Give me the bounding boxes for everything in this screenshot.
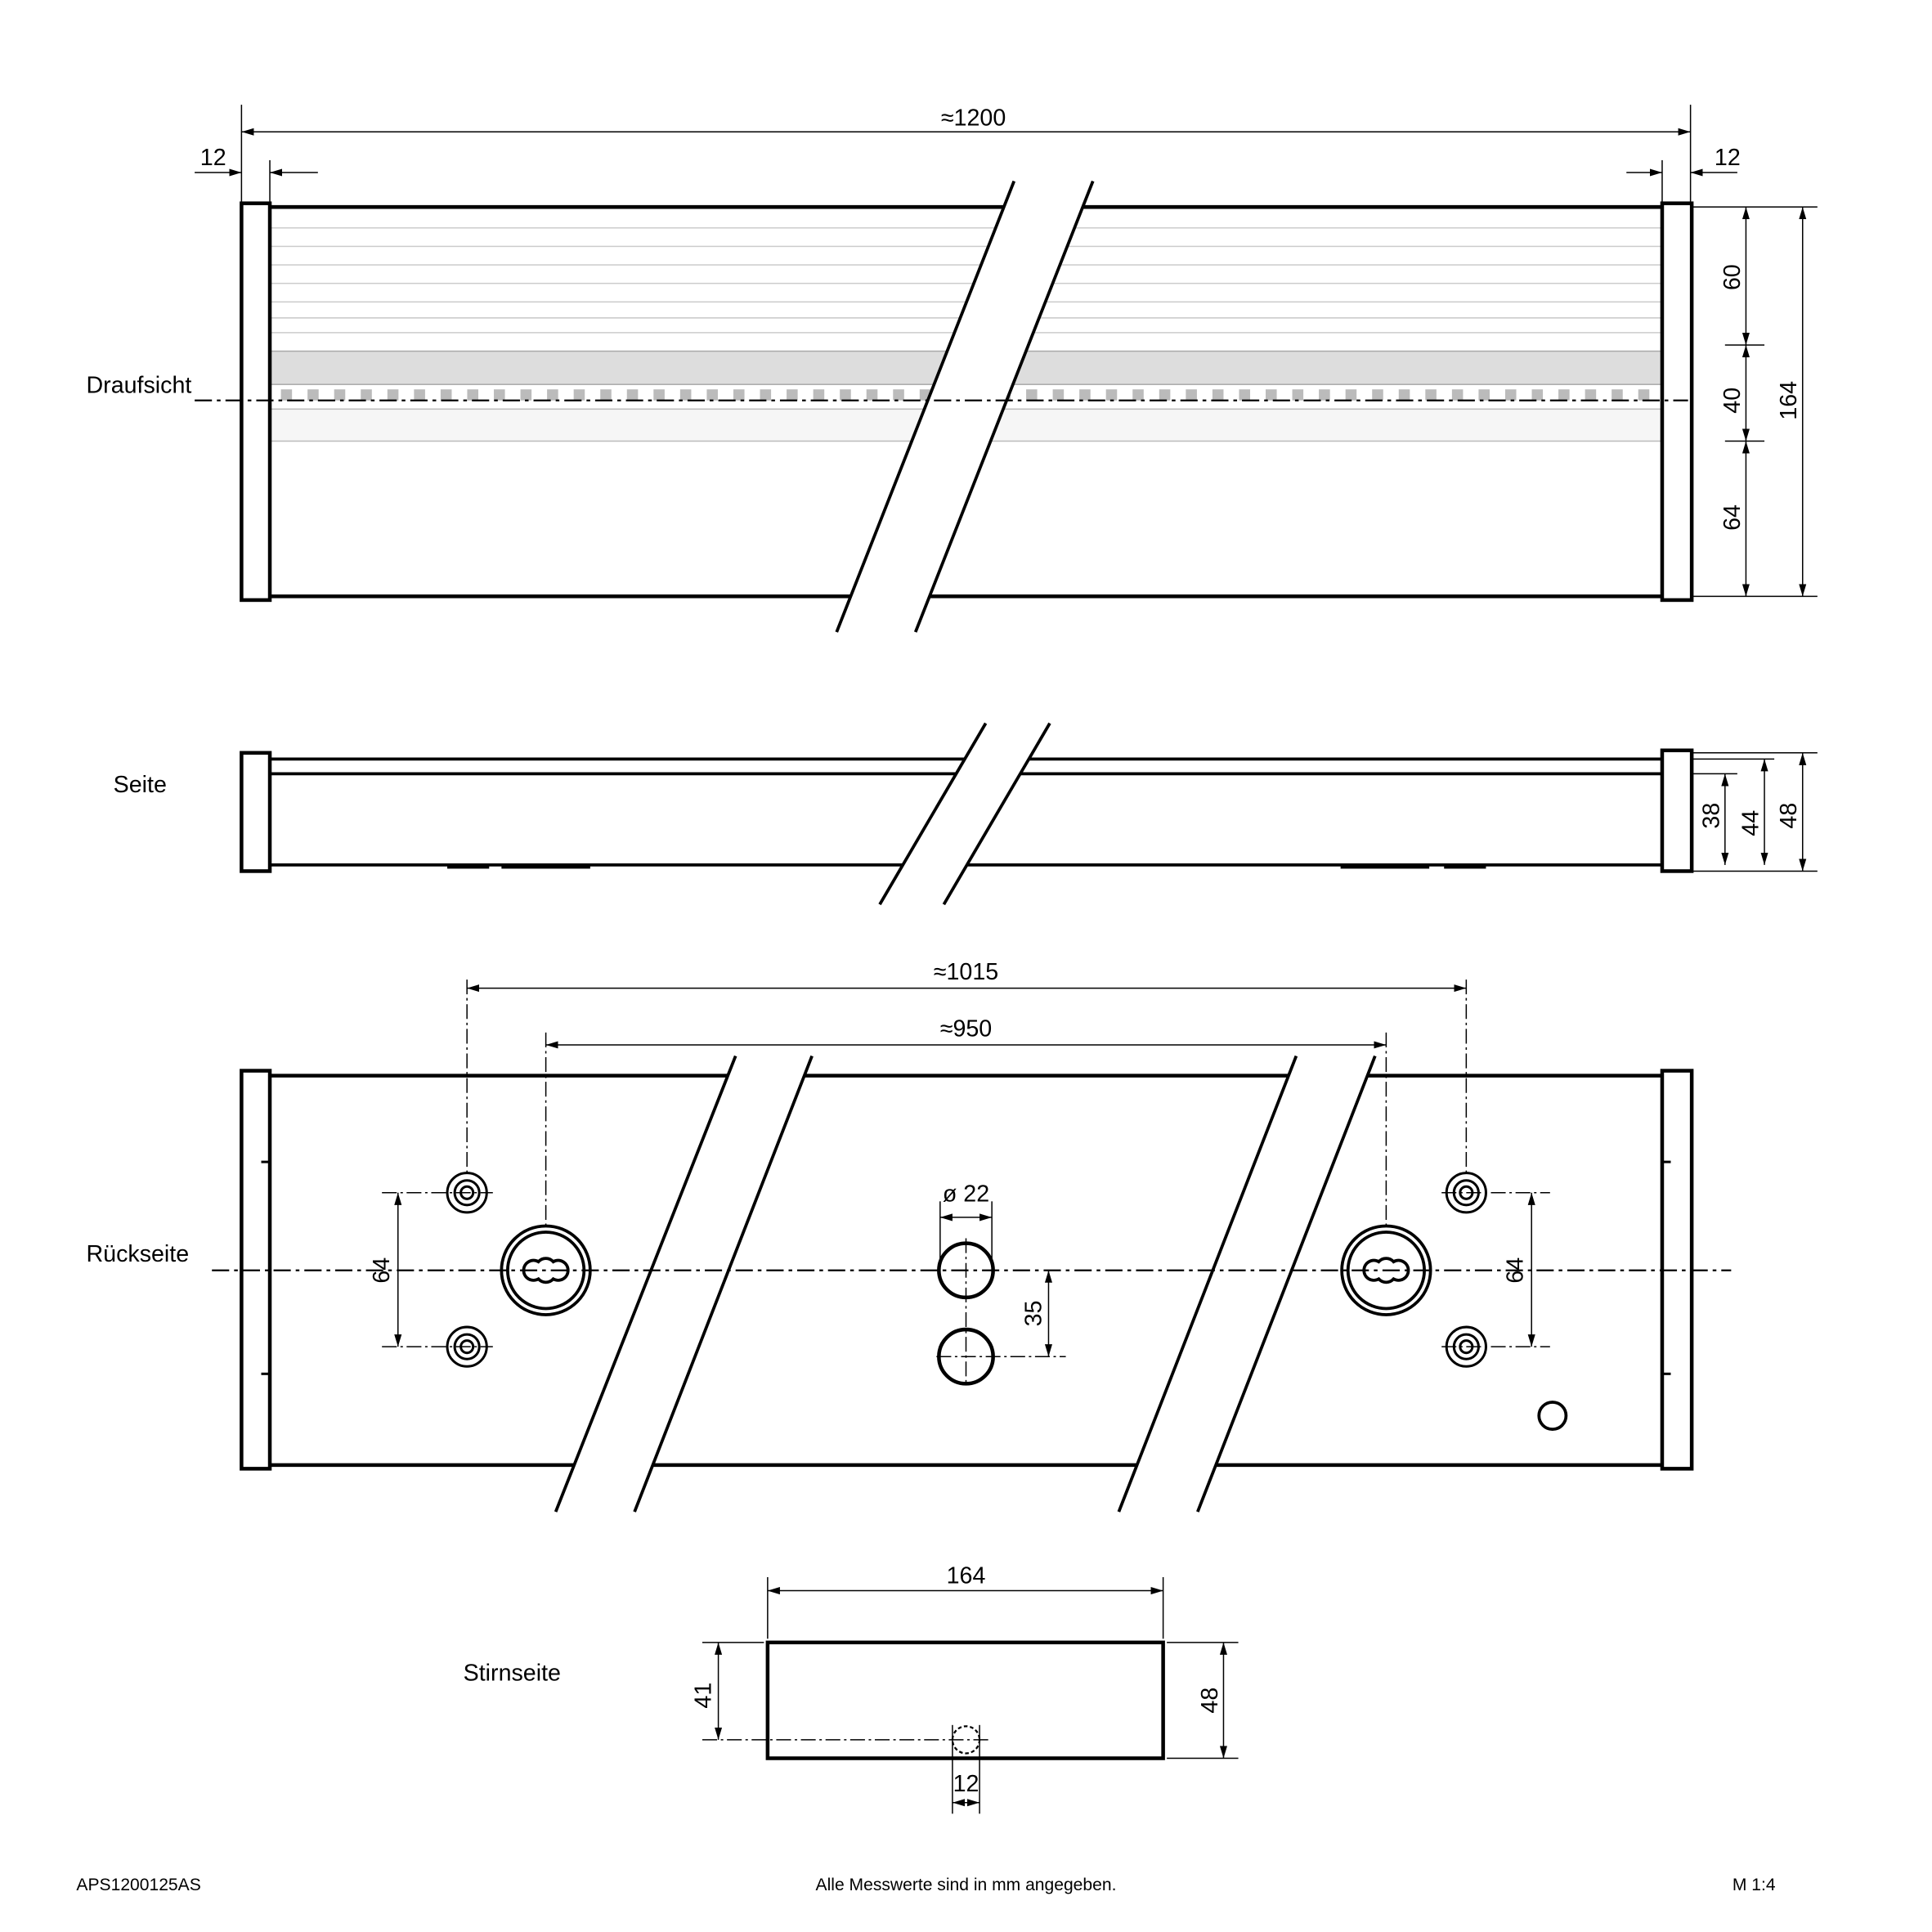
led-dot [1531,389,1544,401]
dim-48: 48 [1776,803,1802,829]
view-label-front: Stirnseite [464,1661,561,1687]
dim-950: ≈950 [940,1015,992,1042]
small-hole [1537,1401,1568,1432]
led-dot [1212,389,1224,401]
led-dot [1105,389,1118,401]
dim-front-48: 48 [1197,1688,1223,1714]
cable-entry-holes [937,1241,995,1386]
dim-cap-left: 12 [200,145,226,171]
end-cap-left [240,201,272,603]
side-cap-left [240,751,272,873]
led-dot [1451,389,1464,401]
led-dot [1611,389,1623,401]
dim-12: 12 [953,1771,979,1797]
led-dot [361,389,372,401]
led-dot [653,389,665,401]
dim-64-right: 64 [1503,1257,1529,1284]
led-dot [1239,389,1251,401]
led-dot [1052,389,1065,401]
dim-164: 164 [1776,381,1802,420]
led-dot [387,389,399,401]
back-cap-left [240,1069,272,1471]
side-cap-right [1660,748,1694,873]
led-dot [1478,389,1490,401]
led-dot [280,389,293,401]
front-outline [765,1640,1165,1760]
led-dot [1079,389,1091,401]
led-dot [600,389,612,401]
led-dot [840,389,851,401]
dim-1015: ≈1015 [934,959,998,985]
led-dot [706,389,718,401]
led-dot [1585,389,1597,401]
side-view: Seite 38 44 48 [114,722,1818,906]
led-dot [467,389,479,401]
view-label-side: Seite [114,772,167,798]
led-dot [679,389,692,401]
top-view: Draufsicht ≈1200 12 12 60 40 64 164 [86,105,1818,633]
led-dot [866,389,878,401]
led-dot [1638,389,1650,401]
led-dot [1504,389,1517,401]
back-view: Rückseite ≈1015 ≈950 ø 22 35 64 64 [86,959,1732,1513]
dim-38: 38 [1698,803,1724,829]
dim-64-left: 64 [369,1257,395,1284]
led-dot [1558,389,1570,401]
dim-front-164: 164 [947,1563,986,1589]
led-dot [893,389,904,401]
keyhole-icons [500,1224,1432,1316]
dim-35: 35 [1020,1301,1047,1327]
screw-icons [446,1172,1487,1368]
end-cap-right [1660,201,1694,603]
led-dot [1372,389,1383,401]
led-dot [813,389,825,401]
led-dot [494,389,505,401]
led-dot [440,389,452,401]
led-dot [1319,389,1330,401]
led-dot [760,389,772,401]
dim-64: 64 [1719,504,1746,531]
dim-diameter: ø 22 [943,1181,989,1207]
led-dot [334,389,346,401]
led-dot [520,389,532,401]
led-dot [1292,389,1304,401]
dim-cap-right: 12 [1715,145,1741,171]
dim-41: 41 [691,1683,717,1709]
led-dot [1132,389,1144,401]
led-dot [1186,389,1197,401]
units-note: Alle Messwerte sind in mm angegeben. [816,1876,1117,1894]
dim-40: 40 [1719,388,1746,414]
led-dot [414,389,425,401]
led-dot [307,389,319,401]
view-label-back: Rückseite [86,1241,189,1267]
led-dot [547,389,558,401]
article-number: APS1200125AS [76,1876,200,1894]
led-dot [1159,389,1171,401]
view-label-top: Draufsicht [86,373,191,399]
led-dot [573,389,585,401]
scale-label: M 1:4 [1733,1876,1776,1894]
led-dot [787,389,798,401]
front-view: Stirnseite 164 41 48 12 [464,1563,1239,1814]
led-dot [733,389,745,401]
dim-44: 44 [1738,810,1764,836]
dim-60: 60 [1719,264,1746,290]
dim-length: ≈1200 [941,105,1006,132]
led-dot [1026,389,1038,401]
led-dot [1266,389,1277,401]
led-dot [1398,389,1410,401]
led-dot [1345,389,1357,401]
led-dot [1425,389,1437,401]
led-dot [626,389,639,401]
